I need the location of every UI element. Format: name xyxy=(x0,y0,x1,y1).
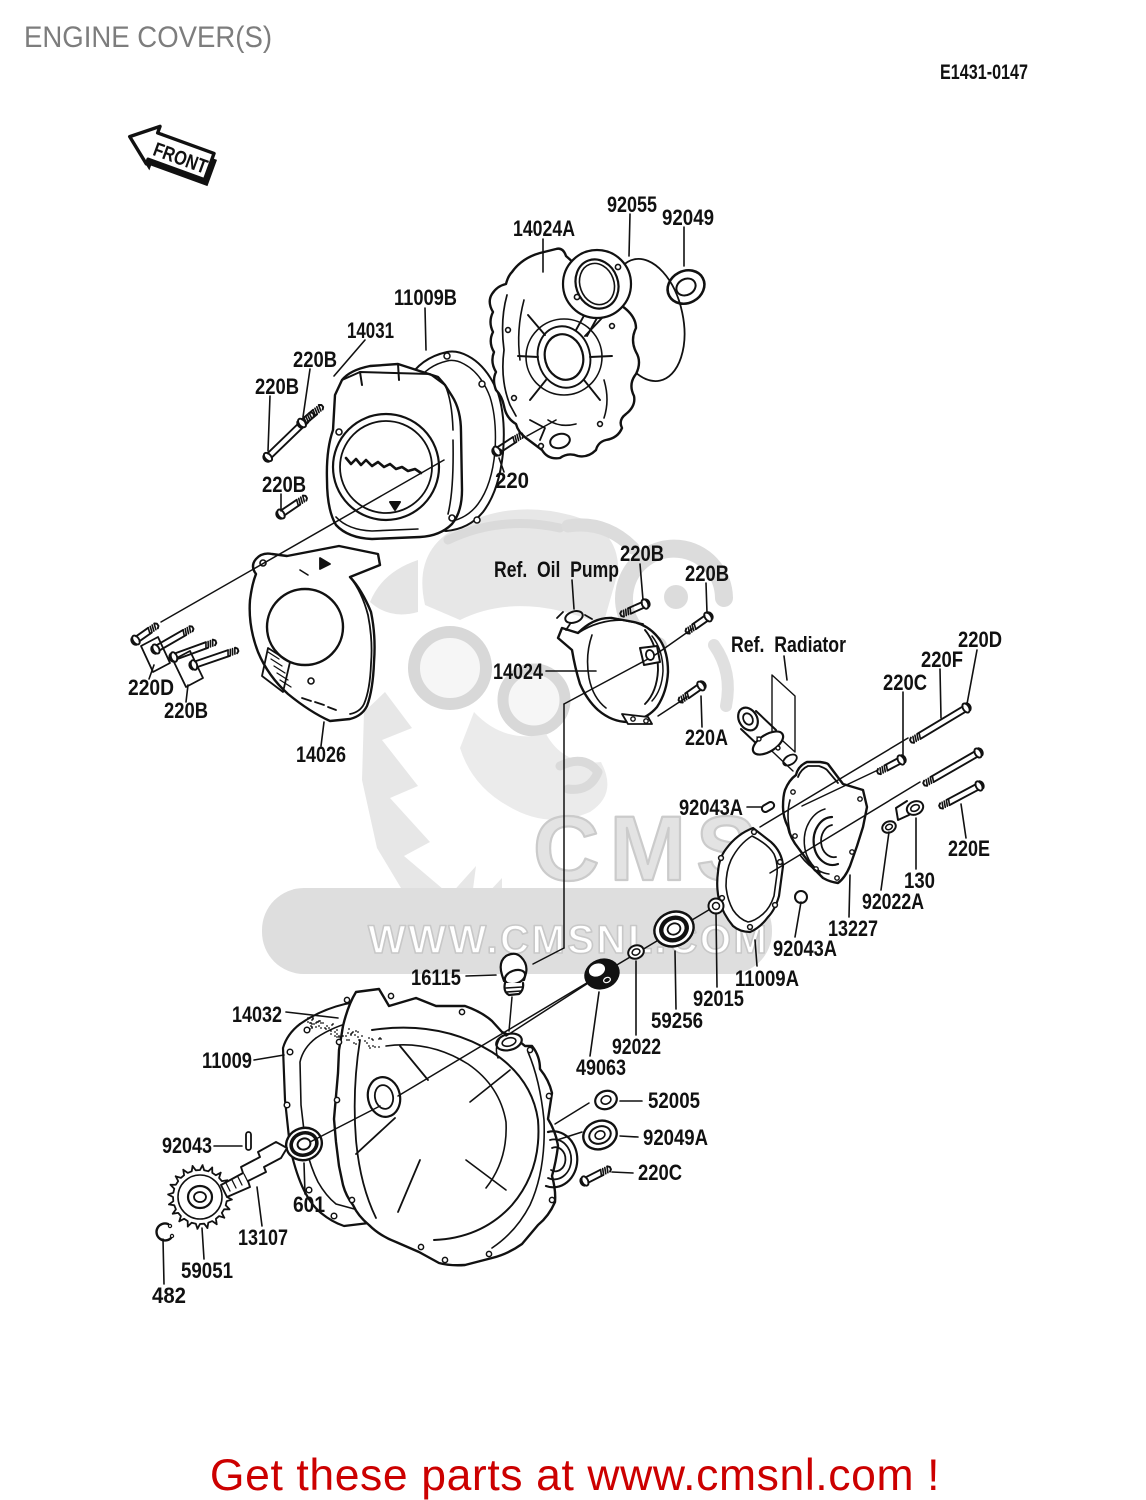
svg-text:13227: 13227 xyxy=(828,916,878,941)
svg-text:14024: 14024 xyxy=(493,659,544,684)
svg-text:11009B: 11009B xyxy=(394,285,457,310)
svg-text:220E: 220E xyxy=(948,836,990,861)
svg-text:220: 220 xyxy=(495,468,529,493)
svg-text:92049: 92049 xyxy=(662,205,714,230)
svg-text:92043A: 92043A xyxy=(679,795,743,820)
svg-text:59256: 59256 xyxy=(651,1008,703,1033)
svg-text:WWW.CMSNL.COM: WWW.CMSNL.COM xyxy=(368,918,769,962)
svg-text:601: 601 xyxy=(293,1192,325,1217)
svg-text:220B: 220B xyxy=(685,561,729,586)
svg-text:ENGINE COVER(S): ENGINE COVER(S) xyxy=(24,21,272,54)
svg-text:13107: 13107 xyxy=(238,1225,288,1250)
svg-text:220B: 220B xyxy=(262,472,306,497)
svg-text:52005: 52005 xyxy=(648,1088,700,1113)
svg-text:14032: 14032 xyxy=(232,1002,282,1027)
svg-text:92015: 92015 xyxy=(693,986,744,1011)
svg-text:92022: 92022 xyxy=(612,1034,661,1059)
svg-text:220B: 220B xyxy=(164,698,208,723)
svg-text:130: 130 xyxy=(904,868,935,893)
svg-text:Ref. Oil Pump: Ref. Oil Pump xyxy=(494,557,619,582)
svg-text:16115: 16115 xyxy=(411,965,461,990)
svg-text:92043A: 92043A xyxy=(773,936,837,961)
svg-text:220F: 220F xyxy=(921,647,963,672)
svg-text:220C: 220C xyxy=(883,670,927,695)
svg-text:E1431-0147: E1431-0147 xyxy=(940,61,1028,84)
svg-text:59051: 59051 xyxy=(181,1258,233,1283)
svg-text:92055: 92055 xyxy=(607,192,657,217)
svg-text:220D: 220D xyxy=(128,675,174,700)
svg-text:11009A: 11009A xyxy=(735,966,799,991)
svg-text:220C: 220C xyxy=(638,1160,682,1185)
svg-text:Ref. Radiator: Ref. Radiator xyxy=(731,632,846,657)
svg-text:92022A: 92022A xyxy=(862,889,924,914)
svg-text:92049A: 92049A xyxy=(643,1125,708,1150)
svg-text:220B: 220B xyxy=(255,374,299,399)
svg-text:482: 482 xyxy=(152,1283,186,1308)
svg-text:220A: 220A xyxy=(685,725,728,750)
svg-text:14031: 14031 xyxy=(347,318,394,343)
svg-text:14026: 14026 xyxy=(296,742,346,767)
svg-text:220B: 220B xyxy=(620,541,664,566)
svg-text:49063: 49063 xyxy=(576,1055,626,1080)
svg-text:14024A: 14024A xyxy=(513,216,575,241)
svg-text:92043: 92043 xyxy=(162,1133,212,1158)
svg-text:11009: 11009 xyxy=(202,1048,252,1073)
svg-text:220D: 220D xyxy=(958,627,1002,652)
svg-text:220B: 220B xyxy=(293,347,337,372)
svg-text:Get these parts at www.cmsnl.c: Get these parts at www.cmsnl.com ! xyxy=(210,1451,940,1500)
